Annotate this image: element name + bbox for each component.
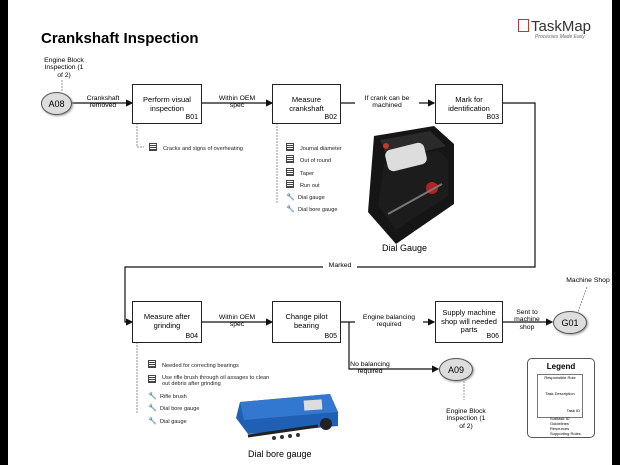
b05-id: B05 bbox=[324, 333, 337, 340]
b06-label: Supply machine shop will needed parts bbox=[441, 308, 497, 335]
legend-task-id: Task ID bbox=[566, 408, 580, 413]
node-b03[interactable]: Mark for identification B03 bbox=[435, 84, 503, 124]
guideline-icon bbox=[286, 179, 294, 188]
logo-text: TaskMap bbox=[531, 18, 592, 35]
node-g01[interactable]: G01 bbox=[553, 311, 587, 334]
list-item: 🔧Dial bore gauge bbox=[286, 204, 342, 216]
edge-label-e7: Sent to machine shop bbox=[514, 309, 540, 331]
b01-resources: Cracks and signs of overheating bbox=[149, 143, 243, 152]
guideline-icon bbox=[148, 374, 156, 383]
page-title: Crankshaft Inspection bbox=[41, 30, 199, 47]
list-item: Taper bbox=[286, 167, 342, 180]
legend-supporting-roles: Supporting Roles bbox=[550, 431, 581, 436]
wrench-icon: 🔧 bbox=[286, 206, 295, 214]
wrench-icon: 🔧 bbox=[148, 405, 157, 412]
node-b01[interactable]: Perform visual inspection B01 bbox=[132, 84, 202, 124]
b04-resources: Needed for correcting bearings Use rifle… bbox=[148, 360, 272, 428]
list-item: Journal diameter bbox=[286, 143, 342, 155]
legend-resources: Resources bbox=[550, 426, 570, 431]
list-item: 🔧Dial gauge bbox=[148, 416, 272, 429]
wrench-icon: 🔧 bbox=[286, 194, 295, 202]
edge-label-e2: Within OEM spec bbox=[218, 95, 256, 110]
node-b06[interactable]: Supply machine shop will needed parts B0… bbox=[435, 301, 503, 343]
dial-gauge-caption: Dial Gauge bbox=[382, 243, 428, 253]
edge-label-e4: Marked bbox=[323, 262, 357, 270]
g01-note: Machine Shop bbox=[566, 277, 610, 284]
b03-label: Mark for identification bbox=[448, 95, 490, 113]
b04-id: B04 bbox=[185, 333, 198, 340]
b01-id: B01 bbox=[185, 114, 198, 121]
dial-bore-gauge-image bbox=[236, 394, 338, 440]
node-b05[interactable]: Change pilot bearing B05 bbox=[272, 301, 341, 343]
guideline-icon bbox=[286, 143, 294, 151]
taskmap-logo: TaskMap bbox=[518, 18, 592, 36]
b01-label: Perform visual inspection bbox=[143, 95, 191, 113]
edge-label-e3: If crank can be machined bbox=[355, 95, 419, 110]
legend-guidelines: Guidelines bbox=[550, 421, 569, 426]
b05-label: Change pilot bearing bbox=[285, 312, 328, 330]
b06-id: B06 bbox=[486, 333, 499, 340]
list-item: Needed for correcting bearings bbox=[148, 360, 272, 373]
b02-label: Measure crankshaft bbox=[289, 95, 324, 113]
node-a09[interactable]: A09 bbox=[439, 358, 473, 381]
a08-note: Engine Block Inspection (1 of 2) bbox=[44, 57, 84, 79]
node-a08[interactable]: A08 bbox=[41, 92, 72, 115]
list-item: 🔧Dial gauge bbox=[286, 192, 342, 204]
legend: Legend Responsible Role Task Description… bbox=[527, 358, 595, 438]
node-b04[interactable]: Measure after grinding B04 bbox=[132, 301, 202, 343]
guideline-icon bbox=[148, 360, 156, 368]
list-item: Use rifle brush through oil assages to c… bbox=[148, 374, 272, 388]
b02-id: B02 bbox=[324, 114, 337, 121]
node-b02[interactable]: Measure crankshaft B02 bbox=[272, 84, 341, 124]
edge-b05-a09 bbox=[348, 322, 440, 373]
guideline-icon bbox=[286, 155, 294, 164]
guideline-icon bbox=[286, 167, 294, 176]
edge-label-e6: Engine balancing required bbox=[355, 314, 423, 329]
b02-resources: Journal diameter Out of round Taper Run … bbox=[286, 143, 342, 217]
list-item: 🔧Rifle brush bbox=[148, 391, 272, 404]
list-item: Run out bbox=[286, 179, 342, 192]
legend-task-description: Task Description bbox=[545, 391, 575, 396]
legend-title: Legend bbox=[546, 362, 576, 371]
a09-note: Engine Block Inspection (1 of 2) bbox=[446, 408, 486, 430]
logo-tagline: Processes Made Easy bbox=[535, 34, 585, 40]
list-item: 🔧Dial bore gauge bbox=[148, 403, 272, 416]
edge-label-e8: No balancing required bbox=[350, 361, 390, 376]
edge-label-e1: Crankshaft removed bbox=[86, 95, 120, 110]
wrench-icon: 🔧 bbox=[148, 417, 157, 425]
dial-bore-gauge-caption: Dial bore gauge bbox=[248, 449, 312, 459]
b04-label: Measure after grinding bbox=[143, 312, 191, 330]
guideline-icon bbox=[149, 143, 157, 151]
dial-gauge-image bbox=[368, 126, 454, 244]
wrench-icon: 🔧 bbox=[148, 392, 157, 400]
legend-subtask-id: Subtask ID bbox=[550, 416, 570, 421]
b03-id: B03 bbox=[486, 114, 499, 121]
edge-label-e5: Within OEM spec bbox=[218, 314, 256, 329]
diagram-page: Crankshaft Inspection TaskMap Processes … bbox=[8, 0, 612, 465]
list-item: Out of round bbox=[286, 155, 342, 167]
list-item: Cracks and signs of overheating bbox=[149, 143, 243, 152]
legend-sample-box: Responsible Role Task Description Task I… bbox=[537, 374, 583, 418]
legend-responsible: Responsible Role bbox=[544, 375, 576, 380]
logo-icon bbox=[518, 19, 529, 32]
